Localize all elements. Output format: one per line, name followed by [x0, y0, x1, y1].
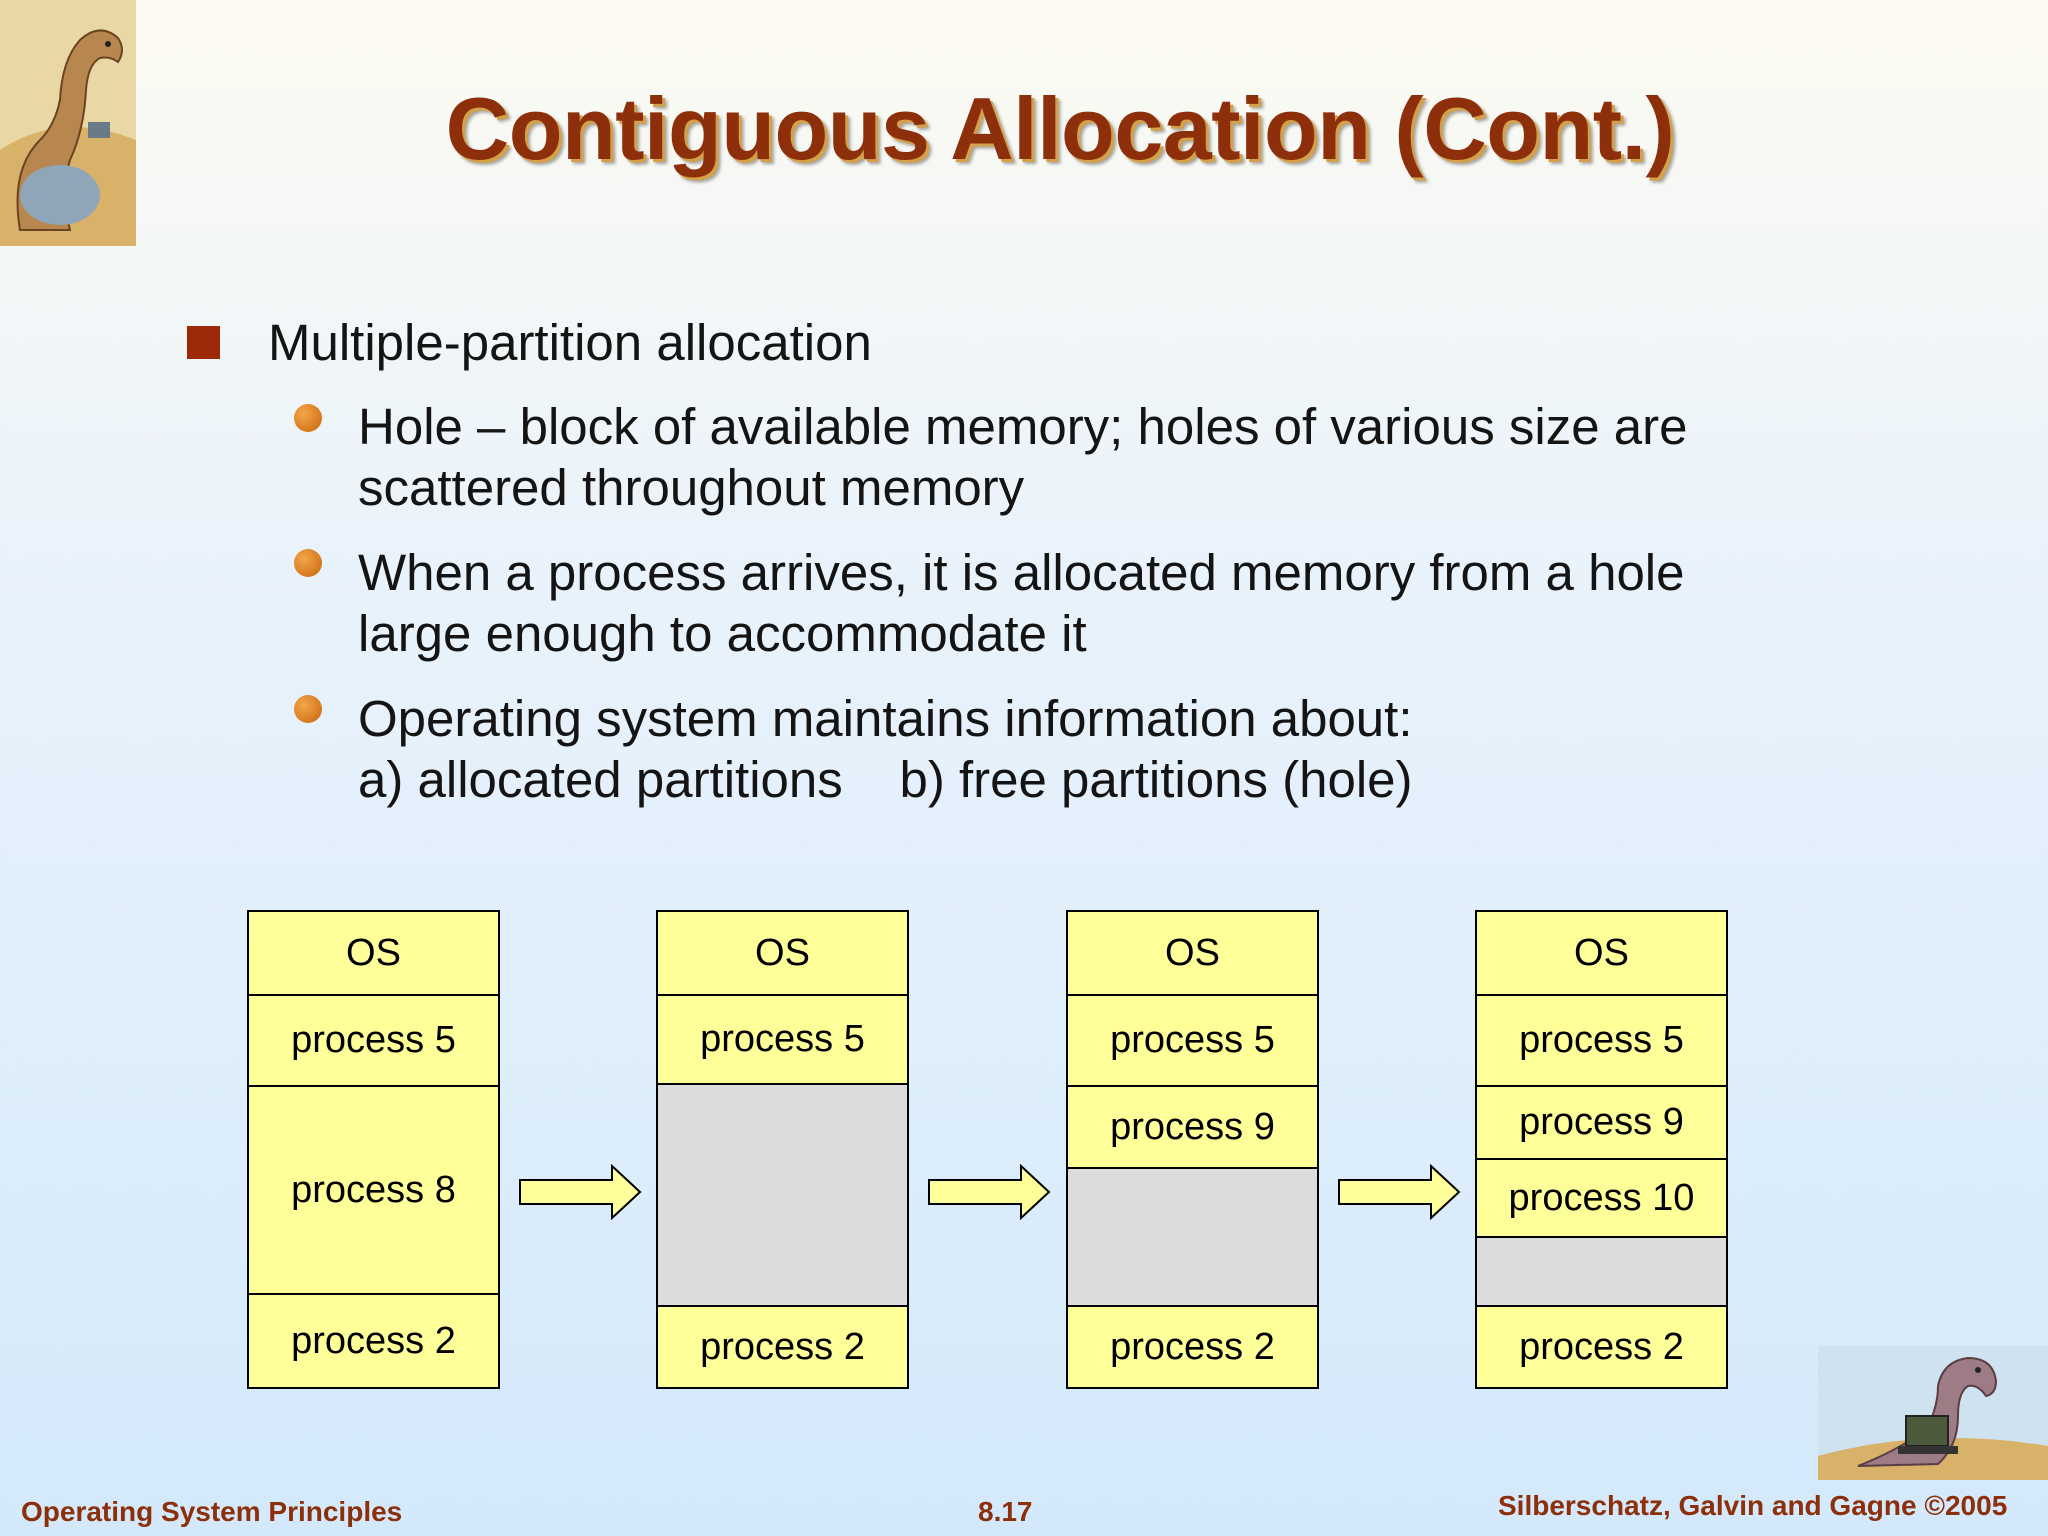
right-arrow-icon [1338, 1164, 1461, 1220]
partition-process-9: process 9 [1477, 1085, 1726, 1158]
sub-bullet-1-line-1: Hole – block of available memory; holes … [358, 398, 1688, 455]
partition-process-9: process 9 [1068, 1085, 1317, 1167]
sub-bullet-2-line-1: When a process arrives, it is allocated … [358, 544, 1685, 601]
footer-page-number: 8.17 [978, 1496, 1033, 1527]
partition-process-5: process 5 [658, 994, 907, 1083]
round-bullet-icon [294, 549, 322, 577]
square-bullet-icon [187, 326, 220, 359]
partition-process-2: process 2 [249, 1293, 498, 1387]
partition-os: OS [658, 912, 907, 994]
footer-copyright: Silberschatz, Galvin and Gagne ©2005 [1498, 1490, 2008, 1521]
partition-process-10: process 10 [1477, 1158, 1726, 1236]
partition-process-5: process 5 [1477, 994, 1726, 1085]
right-arrow-icon [928, 1164, 1051, 1220]
partition-process-5: process 5 [249, 994, 498, 1085]
partition-process-8: process 8 [249, 1085, 498, 1293]
memory-state-2: OS process 5 process 2 [656, 910, 909, 1389]
memory-state-4: OS process 5 process 9 process 10 proces… [1475, 910, 1728, 1389]
memory-hole [1068, 1167, 1317, 1305]
round-bullet-icon [294, 695, 322, 723]
memory-state-1: OS process 5 process 8 process 2 [247, 910, 500, 1389]
footer-course-name: Operating System Principles [21, 1496, 403, 1527]
dinosaur-logo-icon [0, 0, 136, 246]
sub-bullet-2-line-2: large enough to accommodate it [358, 605, 1087, 662]
main-bullet-text: Multiple-partition allocation [268, 314, 872, 371]
sub-bullet-3-line-1: Operating system maintains information a… [358, 690, 1413, 747]
sub-bullet-1-line-2: scattered throughout memory [358, 459, 1025, 516]
round-bullet-icon [294, 404, 322, 432]
partition-os: OS [1068, 912, 1317, 994]
sub-bullet-3-line-2: a) allocated partitions b) free partitio… [358, 751, 1413, 808]
partition-process-2: process 2 [1068, 1305, 1317, 1387]
partition-process-2: process 2 [1477, 1305, 1726, 1387]
dinosaur-laptop-logo-icon [1818, 1346, 2048, 1480]
right-arrow-icon [519, 1164, 642, 1220]
memory-hole [658, 1083, 907, 1305]
memory-state-3: OS process 5 process 9 process 2 [1066, 910, 1319, 1389]
slide-title: Contiguous Allocation (Cont.) [445, 79, 1675, 178]
partition-process-5: process 5 [1068, 994, 1317, 1085]
partition-os: OS [1477, 912, 1726, 994]
memory-hole [1477, 1236, 1726, 1305]
partition-os: OS [249, 912, 498, 994]
partition-process-2: process 2 [658, 1305, 907, 1387]
